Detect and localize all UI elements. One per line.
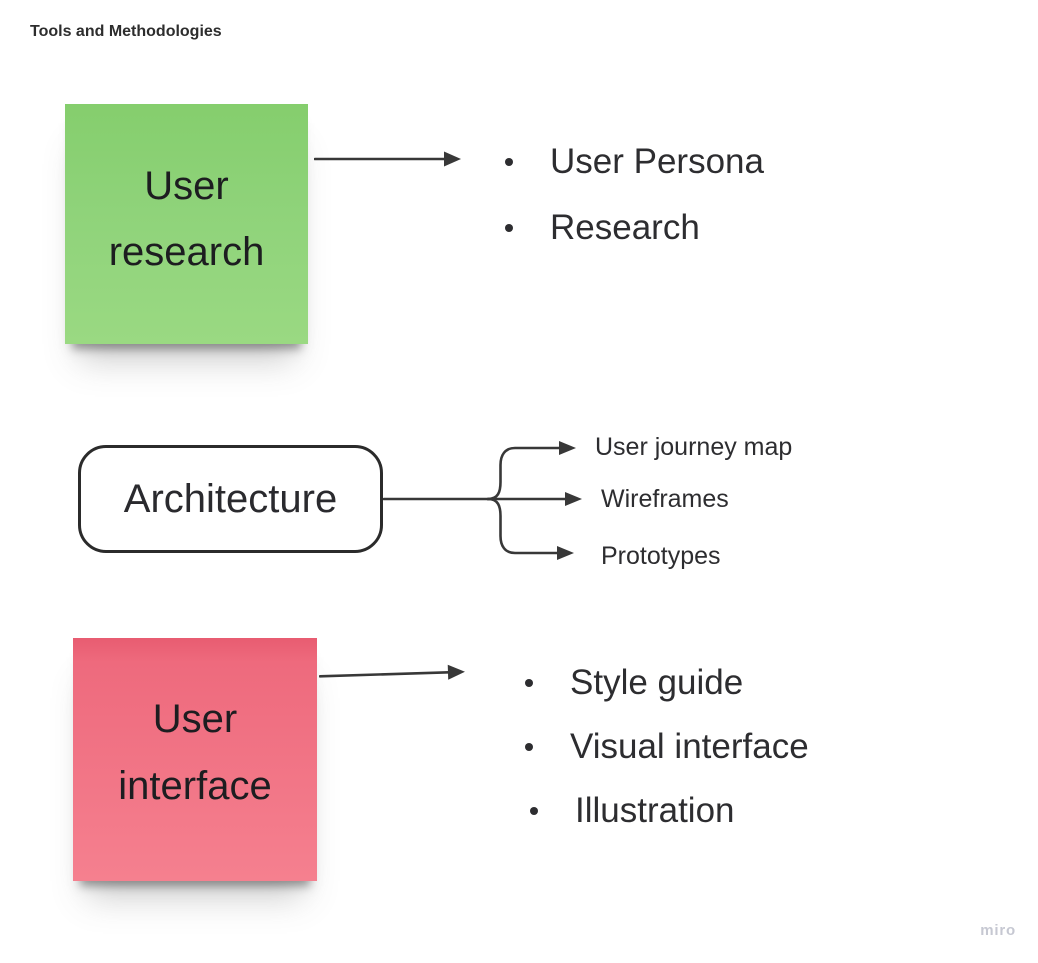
sticky-note-user-interface-label: User interface	[118, 697, 272, 808]
arrow-connector-user-research-icon[interactable]	[314, 147, 464, 171]
board-title: Tools and Methodologies	[30, 23, 222, 40]
list-item-label: Visual interface	[570, 727, 809, 766]
sticky-note-user-research-label: User research	[108, 163, 265, 274]
shape-architecture[interactable]: Architecture	[78, 445, 383, 553]
bullet-dot-icon	[505, 158, 513, 166]
list-item-label: Research	[550, 208, 700, 247]
bullet-dot-icon	[525, 743, 533, 751]
bullet-dot-icon	[525, 679, 533, 687]
list-item: User Persona	[505, 129, 764, 195]
user-research-list[interactable]: User Persona Research	[505, 129, 764, 261]
list-item: Research	[505, 195, 764, 261]
sticky-note-user-interface[interactable]: User interface	[73, 638, 317, 881]
list-item-label: User Persona	[550, 142, 764, 181]
bullet-dot-icon	[505, 224, 513, 232]
list-item: Illustration	[525, 779, 809, 843]
sticky-note-user-research[interactable]: User research	[65, 104, 308, 344]
bullet-dot-icon	[530, 807, 538, 815]
miro-watermark: miro	[980, 922, 1016, 939]
list-item: Visual interface	[525, 715, 809, 779]
fork-label-wireframes[interactable]: Wireframes	[601, 485, 729, 513]
shape-architecture-label: Architecture	[123, 476, 338, 521]
fork-label-user-journey-map[interactable]: User journey map	[595, 433, 793, 461]
fork-connector-architecture-icon[interactable]	[383, 428, 613, 568]
list-item: Style guide	[525, 651, 809, 715]
list-item-label: Style guide	[570, 663, 744, 702]
user-interface-list[interactable]: Style guide Visual interface Illustratio…	[525, 651, 809, 843]
list-item-label: Illustration	[575, 791, 735, 830]
arrow-connector-user-interface-icon[interactable]	[318, 657, 470, 692]
fork-label-prototypes[interactable]: Prototypes	[601, 542, 721, 570]
